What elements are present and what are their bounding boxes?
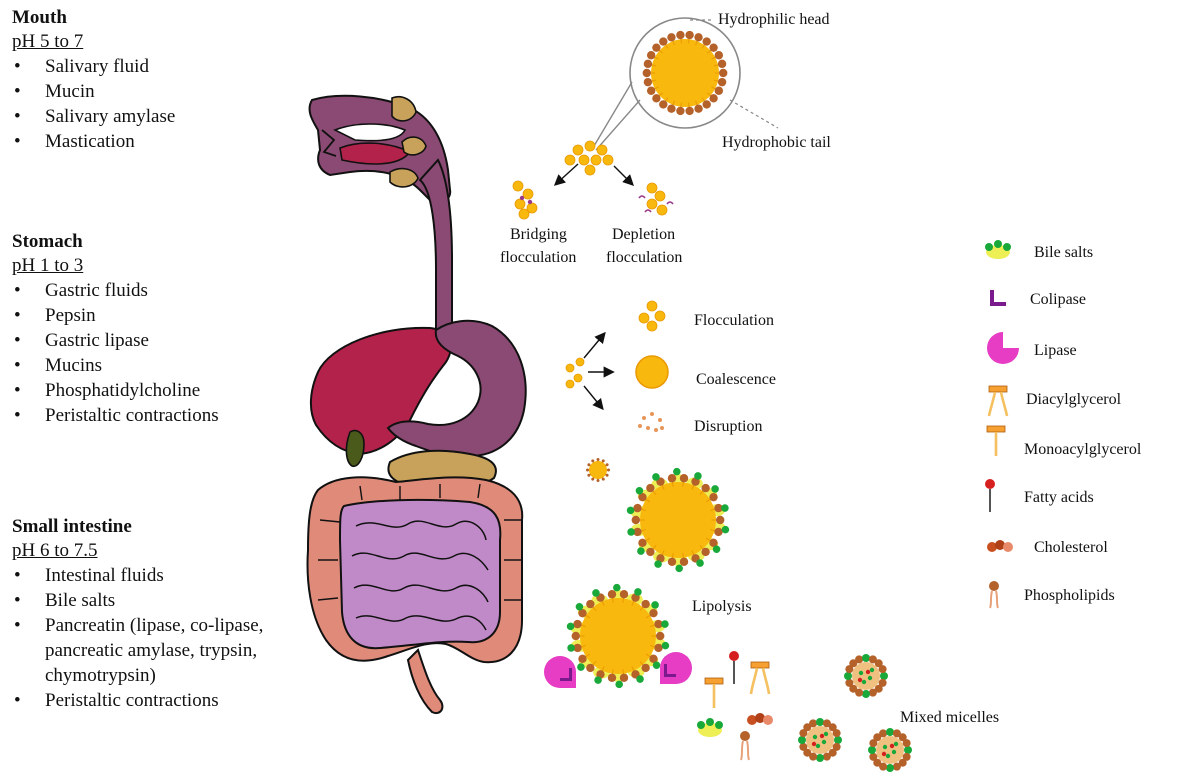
droplet (603, 155, 613, 165)
disruption-label: Disruption (694, 418, 762, 435)
coalescence-label: Coalescence (696, 371, 776, 388)
bile-salt-icon (985, 240, 1011, 259)
flocculation-label: Flocculation (694, 312, 774, 329)
cholesterol-icon (987, 540, 1013, 552)
micelle (798, 718, 842, 762)
micelle (868, 728, 912, 772)
lipolysis-label: Lipolysis (692, 598, 752, 615)
small-intestine (340, 500, 500, 648)
droplet (566, 380, 574, 388)
droplet (655, 311, 665, 321)
monoacylglycerol-icon (987, 426, 1005, 456)
depletion-label-1: Depletion (612, 226, 675, 243)
droplet (513, 181, 523, 191)
droplet-fragment (658, 418, 662, 422)
hydrophobic-tail-label: Hydrophobic tail (722, 134, 831, 151)
monoacylglycerol-icon (705, 678, 723, 708)
droplet-cluster (566, 358, 584, 388)
droplet (566, 364, 574, 372)
bridging-label-2: flocculation (500, 249, 576, 266)
micelle (844, 654, 888, 698)
droplet (657, 205, 667, 215)
droplet (573, 145, 583, 155)
legend-label: Diacylglycerol (1026, 391, 1122, 408)
droplet (576, 358, 584, 366)
droplet (585, 141, 595, 151)
diacylglycerol-icon (989, 386, 1007, 416)
droplet (567, 584, 669, 688)
droplet (591, 155, 601, 165)
phospholipid-icon (740, 731, 750, 760)
small-droplet (586, 458, 610, 482)
gallbladder (346, 431, 364, 467)
digestive-tract-illustration (308, 96, 526, 713)
flocculation-icon (639, 301, 665, 331)
esophagus (420, 160, 452, 343)
bile-salt-icon (697, 718, 723, 737)
droplet (585, 165, 595, 175)
lipolysis-droplet (544, 584, 692, 688)
disruption-icon (638, 412, 664, 432)
diacylglycerol-icon (751, 662, 769, 694)
legend-label: Colipase (1030, 291, 1086, 308)
droplet-fragment (660, 426, 664, 430)
legend-label: Lipase (1034, 342, 1077, 359)
droplet (519, 209, 529, 219)
droplet (647, 321, 657, 331)
droplet (639, 313, 649, 323)
mixed-micelles-label: Mixed micelles (900, 709, 999, 726)
droplet (586, 458, 610, 482)
depletion-label-2: flocculation (606, 249, 682, 266)
bridging-flocculation-icon (513, 181, 537, 219)
mixed-micelles (798, 654, 912, 772)
droplet (597, 145, 607, 155)
droplet (579, 155, 589, 165)
droplet (565, 155, 575, 165)
rectum (408, 650, 442, 713)
droplet (627, 468, 729, 572)
coalescence-icon (636, 356, 668, 388)
droplet (523, 189, 533, 199)
phospholipid-icon (989, 581, 999, 608)
fatty-acid-icon (985, 479, 995, 512)
lipase-icon (987, 332, 1019, 364)
droplet (515, 199, 525, 209)
lipolysis-products (697, 651, 773, 760)
depletion-flocculation-icon (639, 183, 673, 215)
colipase-icon (990, 290, 1006, 306)
droplet (647, 301, 657, 311)
legend-label: Monoacylglycerol (1024, 441, 1142, 458)
droplet-fragment (654, 428, 658, 432)
bile-coated-droplet (627, 468, 729, 572)
legend-label: Bile salts (1034, 244, 1093, 261)
fatty-acid-icon (729, 651, 739, 684)
legend-label: Phospholipids (1024, 587, 1115, 604)
droplet (574, 374, 582, 382)
bridging-label-1: Bridging (510, 226, 567, 243)
droplet-zoom: Hydrophilic head Hydrophobic tail (594, 11, 831, 151)
legend-label: Cholesterol (1034, 539, 1108, 556)
legend: Bile salts Colipase Lipase Diacylglycero… (985, 240, 1142, 608)
droplet-fragment (642, 416, 646, 420)
droplet (647, 183, 657, 193)
droplet (655, 191, 665, 201)
legend-label: Fatty acids (1024, 489, 1094, 506)
droplet-fragment (646, 426, 650, 430)
hydrophilic-head-label: Hydrophilic head (718, 11, 830, 28)
cholesterol-icon (747, 713, 773, 725)
droplet-fragment (650, 412, 654, 416)
droplet (647, 199, 657, 209)
droplet-fragment (638, 424, 642, 428)
